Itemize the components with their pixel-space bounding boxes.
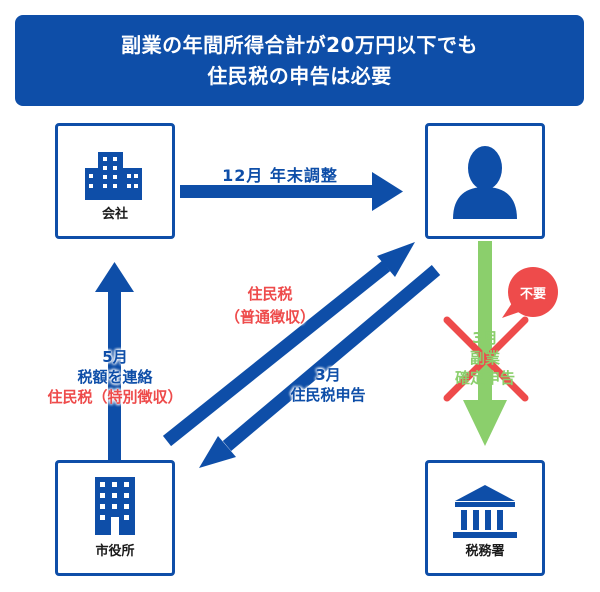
building-icon — [85, 152, 142, 200]
cross-mark — [443, 316, 529, 402]
label-resident-tax-filing: 住民税申告 — [290, 386, 366, 404]
tax-office-label: 税務署 — [465, 544, 505, 559]
title-banner: 副業の年間所得合計が20万円以下でも 住民税の申告は必要 — [15, 15, 584, 106]
arrow-company-to-person — [180, 172, 403, 211]
label-may: 5月 — [102, 348, 128, 366]
government-building-icon — [453, 485, 517, 538]
label-side-job: 副業 — [469, 349, 500, 367]
label-march-1: 3月 — [315, 366, 341, 384]
label-year-end-adjustment: 12月 年末調整 — [222, 166, 338, 185]
not-required-badge: 不要 — [508, 267, 558, 317]
label-special-collection: 住民税（特別徴収） — [47, 388, 183, 406]
badge-tail — [502, 303, 522, 318]
title-line-1: 副業の年間所得合計が20万円以下でも — [121, 32, 478, 57]
label-final-tax-return: 確定申告 — [454, 369, 515, 387]
title-line-2: 住民税の申告は必要 — [207, 63, 392, 88]
city-office-label: 市役所 — [95, 544, 135, 559]
label-may-notice: 5月 税額を連絡 住民税（特別徴収） — [25, 347, 205, 407]
label-ordinary-collection: （普通徴収） — [224, 308, 315, 326]
arrow-city-to-company — [95, 262, 134, 460]
company-box: 会社 — [55, 123, 175, 239]
label-march-resident-tax-filing: 3月 住民税申告 — [268, 365, 388, 405]
label-march-2: 3月 — [472, 329, 498, 347]
person-icon — [453, 146, 517, 219]
label-side-job-tax-return: 3月 副業 確定申告 — [440, 328, 530, 388]
company-label: 会社 — [101, 207, 128, 222]
label-resident-tax-ordinary: 住民税 （普通徴収） — [215, 283, 325, 329]
tax-office-box: 税務署 — [425, 460, 545, 576]
office-building-icon — [95, 477, 135, 535]
person-box — [425, 123, 545, 239]
city-office-box: 市役所 — [55, 460, 175, 576]
label-notify-amount: 税額を連絡 — [77, 368, 153, 386]
label-resident-tax: 住民税 — [247, 285, 293, 303]
arrow-person-to-city — [199, 265, 441, 468]
arrow-city-to-person — [162, 242, 415, 447]
